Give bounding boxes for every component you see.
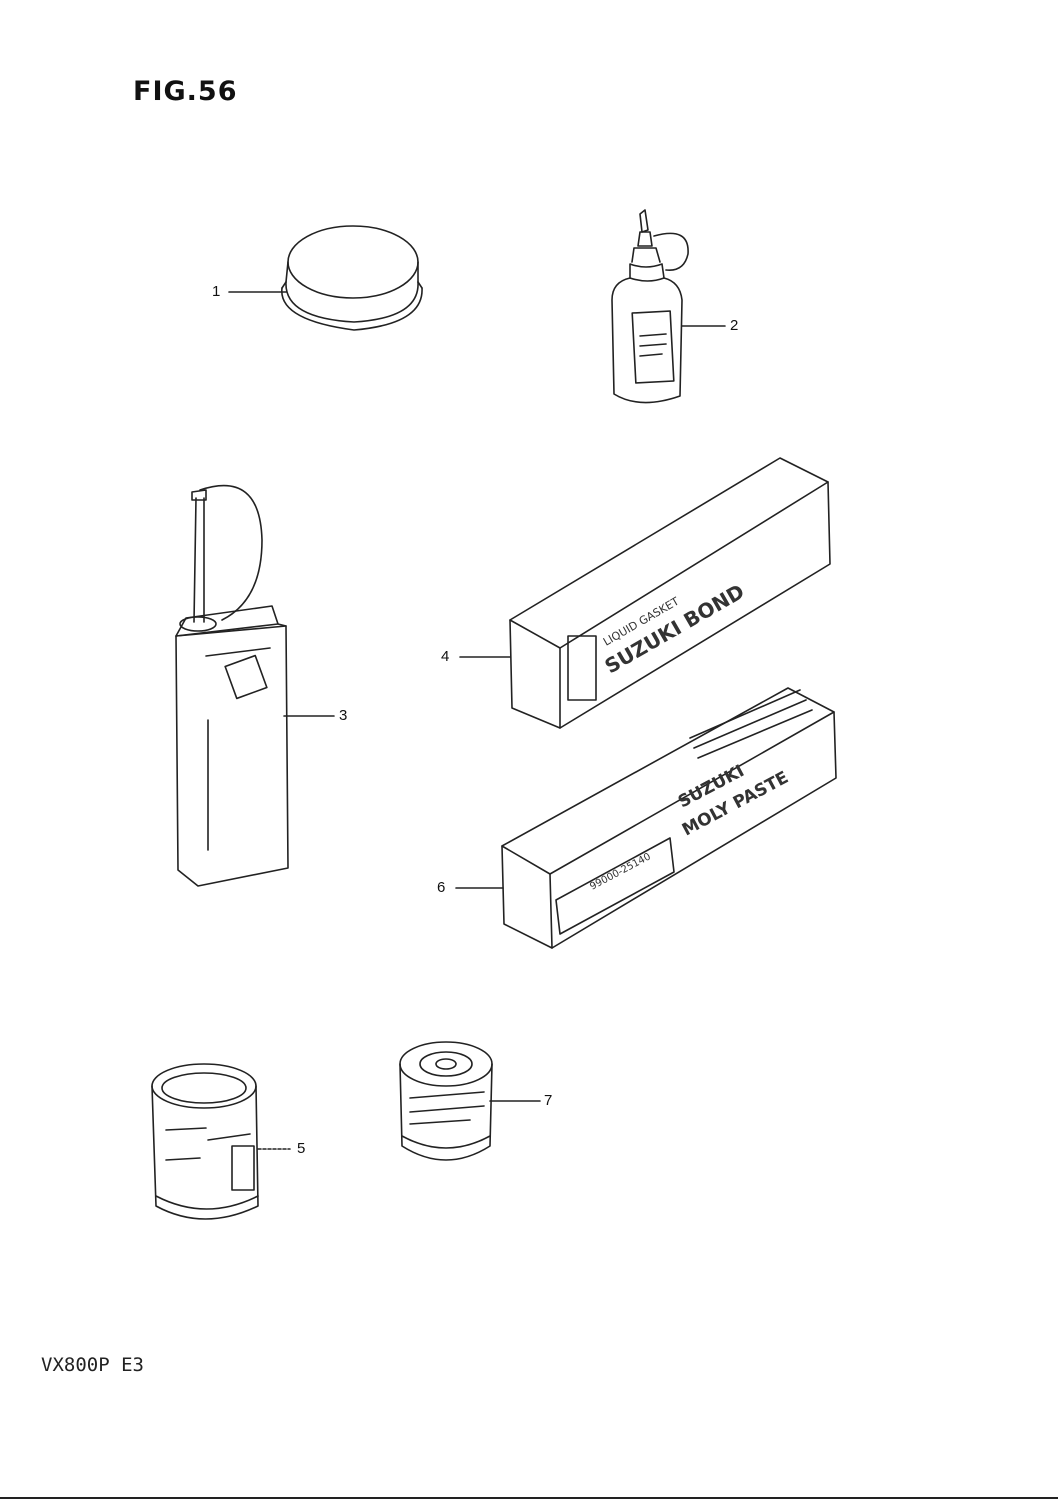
part-5-tin-can xyxy=(151,1063,259,1220)
callout-2: 2 xyxy=(730,317,739,334)
page-bottom-border xyxy=(0,1497,1058,1499)
callout-6: 6 xyxy=(437,879,446,896)
part-4-suzuki-bond-box: LIQUID GASKET SUZUKI BOND xyxy=(509,457,831,729)
part-2-oil-bottle xyxy=(611,209,689,404)
model-code: VX800P E3 xyxy=(41,1354,144,1376)
callout-7: 7 xyxy=(544,1092,553,1109)
callout-4: 4 xyxy=(441,648,450,665)
callout-1: 1 xyxy=(212,283,221,300)
figure-title: FIG.56 xyxy=(133,76,238,107)
part-7-small-tin xyxy=(399,1041,493,1161)
part-3-oil-can xyxy=(175,484,289,887)
paste-label-code: 99000-25140 xyxy=(588,851,653,892)
callout-5: 5 xyxy=(297,1140,306,1157)
callout-3: 3 xyxy=(339,707,348,724)
part-6-moly-paste-box: SUZUKI MOLY PASTE 99000-25140 xyxy=(501,687,837,949)
part-1-grease-cap xyxy=(281,225,423,331)
